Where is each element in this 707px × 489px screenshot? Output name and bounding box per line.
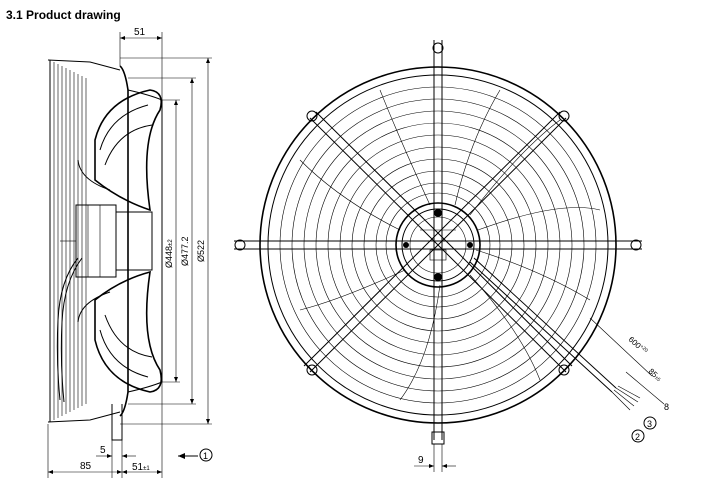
cable-85-tol: ±5 — [653, 375, 661, 383]
drawing-title: 3.1 Product drawing — [6, 8, 121, 22]
dim-diameters: Ø448±2 Ø477.2 Ø522 — [120, 57, 212, 425]
dim-bottom: 5 85 51±1 — [47, 382, 163, 478]
dim-front-9: 9 — [414, 444, 456, 472]
dim-9-text: 9 — [418, 455, 424, 466]
side-cables — [56, 257, 83, 403]
front-blades — [299, 89, 601, 401]
front-cables — [469, 257, 641, 411]
hub — [395, 202, 481, 288]
side-blades — [77, 89, 163, 393]
dim-477-text: Ø477.2 — [180, 236, 190, 266]
dim-51b-tol: ±1 — [143, 466, 150, 472]
cable-8-text: 8 — [664, 402, 669, 412]
svg-text:Ø448±2: Ø448±2 — [164, 239, 174, 268]
side-view: 51 Ø448±2 Ø477.2 Ø522 — [47, 27, 213, 478]
dim-top-51: 51 — [119, 27, 163, 100]
dim-85-text: 85 — [80, 461, 92, 472]
airflow-arrow: 1 — [178, 448, 213, 462]
dim-top-51-text: 51 — [134, 27, 146, 38]
svg-text:51±1: 51±1 — [132, 462, 150, 473]
guard-rings — [259, 66, 617, 424]
cable-dims: 600+20 85±5 8 3 2 — [589, 317, 669, 443]
dim-448-tol: ±2 — [168, 239, 174, 246]
svg-text:600+20: 600+20 — [627, 335, 649, 356]
dim-51b-text: 51 — [132, 462, 144, 473]
callout-1: 1 — [203, 451, 208, 461]
callout-3: 3 — [647, 419, 652, 429]
front-view: 600+20 85±5 8 3 2 9 — [234, 40, 669, 472]
dim-448-text: Ø448 — [164, 246, 174, 268]
cable-600-tol: +20 — [639, 344, 649, 354]
guard-struts — [234, 40, 642, 445]
callout-2: 2 — [635, 432, 640, 442]
svg-text:85±5: 85±5 — [647, 367, 664, 383]
side-guard — [47, 59, 123, 441]
dim-522-text: Ø522 — [196, 240, 206, 262]
dim-5-text: 5 — [100, 445, 106, 456]
side-motor — [60, 204, 153, 278]
